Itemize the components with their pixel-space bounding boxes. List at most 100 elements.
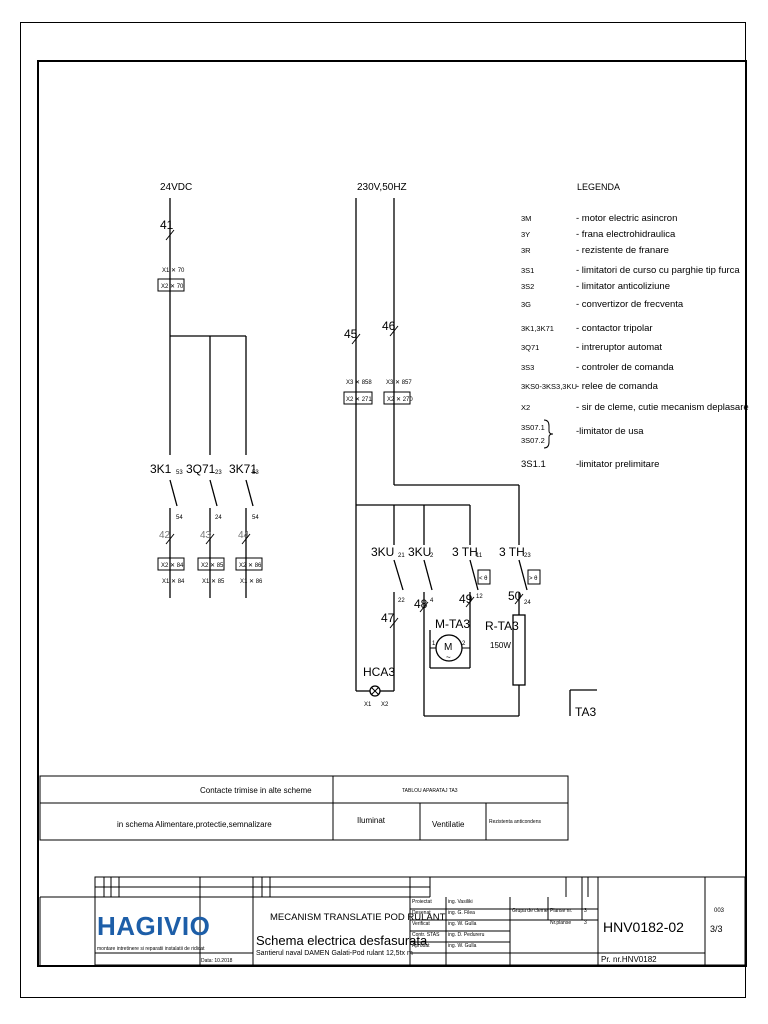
lamp-symbol xyxy=(369,685,381,697)
legend-desc: - sir de cleme, cutie mecanism deplasare xyxy=(576,402,749,413)
legend-code: 3KS0-3KS3,3KU xyxy=(521,382,577,391)
pin-4: 4 xyxy=(430,598,434,604)
legend-desc: - limitatori de curso cu parghie tip fur… xyxy=(576,265,740,276)
contacts-col-ventilatie: Ventilatie xyxy=(432,820,465,829)
legend-code: 3Y xyxy=(521,230,530,239)
role-label: Proiectat xyxy=(412,899,432,905)
pin-11: 11 xyxy=(476,553,483,559)
legend-desc: - limitator anticoliziune xyxy=(576,281,670,292)
ac-heater-circuit: 230V,50HZ 45 46 X3 ✕ 858 X3 ✕ 857 X2 ✕ 2… xyxy=(343,182,597,719)
terminal-x1-70: X1 ✕ 70 xyxy=(162,268,185,274)
contactor-3k1-label: 3K1 xyxy=(150,462,172,476)
role-name: ing. G. Filea xyxy=(448,910,475,916)
legend-pre-desc: -limitator prelimitare xyxy=(576,459,659,470)
terminal-x2-70: X2 ✕ 70 xyxy=(161,284,184,290)
relay-3ku-label-2: 3KU xyxy=(408,545,431,559)
wire-50-label: 50 xyxy=(508,589,522,603)
terminal-x1-84: X1 ✕ 84 xyxy=(162,579,185,585)
project-line: Santierul naval DAMEN Galati-Pod rulant … xyxy=(256,950,413,957)
contactor-3k71-label: 3K71 xyxy=(229,462,257,476)
wire-42-label: 42 xyxy=(159,530,171,541)
wire-43-label: 43 xyxy=(200,530,212,541)
lamp-x1: X1 xyxy=(364,702,372,708)
dc-supply-label: 24VDC xyxy=(160,182,192,193)
ac-supply-label: 230V,50HZ xyxy=(357,182,407,193)
contacts-table: Contacte trimise in alte scheme TABLOU A… xyxy=(39,775,569,841)
lamp-x2: X2 xyxy=(381,702,389,708)
drawing-border xyxy=(37,60,747,967)
terminal-x2-270: X2 ✕ 270 xyxy=(387,397,413,403)
pin-24-b: 24 xyxy=(524,600,531,606)
contacts-header-right: TABLOU APARATAJ TA3 xyxy=(402,788,458,794)
terminal-x2-84: X2 ✕ 84 xyxy=(161,563,184,569)
legend-code: 3S3 xyxy=(521,363,534,372)
resistor-label: R-TA3 xyxy=(485,619,519,633)
wire-46-label: 46 xyxy=(382,319,396,333)
legend-code: X2 xyxy=(521,403,530,412)
plans-value: 3 xyxy=(584,908,587,914)
thermostat-lt-symbol: < θ xyxy=(479,576,488,582)
legend-code: 3S1 xyxy=(521,266,534,275)
project-number: Pr. nr.HNV0182 xyxy=(601,955,657,964)
legend-title: LEGENDA xyxy=(577,182,620,192)
wire-47-label: 47 xyxy=(381,611,395,625)
pin-21: 21 xyxy=(398,553,405,559)
contacts-header-left: Contacte trimise in alte scheme xyxy=(200,786,312,795)
terminal-x1-85: X1 ✕ 85 xyxy=(202,579,225,585)
legend-desc: - frana electrohidraulica xyxy=(576,229,676,240)
terminal-x3-857: X3 ✕ 857 xyxy=(386,380,412,386)
legend-desc: - controler de comanda xyxy=(576,362,674,373)
legend-door-code-2: 3S07.2 xyxy=(521,436,545,445)
company-logo: HAGIVIO xyxy=(97,911,210,941)
plans-count-value: 3 xyxy=(584,920,587,926)
legend-code: 3R xyxy=(521,246,531,255)
pin-12: 12 xyxy=(476,594,483,600)
contacts-col-iluminat: Iluminat xyxy=(357,816,386,825)
legend-code: 3Q71 xyxy=(521,343,539,352)
role-label: Contr. STAS xyxy=(412,932,440,938)
terminal-x2-271: X2 ✕ 271 xyxy=(346,397,372,403)
role-name: ing. Vasiliki xyxy=(448,899,473,905)
pin-54-b: 54 xyxy=(252,515,259,521)
legend-desc: - intreruptor automat xyxy=(576,342,662,353)
contacts-col-rezistenta: Rezistenta anticondens xyxy=(489,819,541,825)
motor-ac-symbol: ~ xyxy=(446,653,451,662)
legend-door-code-1: 3S07.1 xyxy=(521,423,545,432)
legend-desc: - motor electric asincron xyxy=(576,213,677,224)
group-label: Grupa de clemei xyxy=(512,908,549,914)
pin-22: 22 xyxy=(398,598,405,604)
motor-pin-2: 2 xyxy=(462,641,466,647)
pin-24-a: 24 xyxy=(215,515,222,521)
wire-44-label: 44 xyxy=(238,530,250,541)
legend-pre-code: 3S1.1 xyxy=(521,459,546,470)
role-label: Verificat xyxy=(412,921,430,927)
pin-53-b: 53 xyxy=(252,470,259,476)
legend-desc: - rezistente de franare xyxy=(576,245,669,256)
role-name: ing. W. Gulla xyxy=(448,921,477,927)
legend-desc: - contactor tripolar xyxy=(576,323,653,334)
title-block: HAGIVIO montare intretinere si reparatii… xyxy=(39,876,746,966)
motor-label: M-TA3 xyxy=(435,617,470,631)
terminal-x1-86: X1 ✕ 86 xyxy=(240,579,263,585)
thermostat-gt-symbol: > θ xyxy=(529,576,538,582)
role-name: ing. W. Gulla xyxy=(448,943,477,949)
legend-desc: - relee de comanda xyxy=(576,381,659,392)
pin-2: 2 xyxy=(430,553,434,559)
sheet-value: 3/3 xyxy=(710,924,723,934)
legend-code: 3M xyxy=(521,214,531,223)
thermostat-3th-label-1: 3 TH xyxy=(452,545,478,559)
legend-desc: - convertizor de frecventa xyxy=(576,299,684,310)
wire-45-label: 45 xyxy=(344,327,358,341)
plans-label: Planse nr. xyxy=(550,908,572,914)
motor-m-letter: M xyxy=(444,642,452,653)
drawing-title: MECANISM TRANSLATIE POD RULANT xyxy=(270,912,446,923)
contacts-row-left: in schema Alimentare,protectie,semnaliza… xyxy=(117,820,272,829)
legend: LEGENDA 3M - motor electric asincron 3Y - f… xyxy=(521,182,749,470)
plans-count-label: Nr.planse xyxy=(550,920,571,926)
legend-code: 3G xyxy=(521,300,531,309)
legend-rows: 3M - motor electric asincron 3Y - frana ele… xyxy=(521,213,749,413)
resistor-power: 150W xyxy=(490,641,511,650)
drawing-number: HNV0182-02 xyxy=(603,919,684,935)
